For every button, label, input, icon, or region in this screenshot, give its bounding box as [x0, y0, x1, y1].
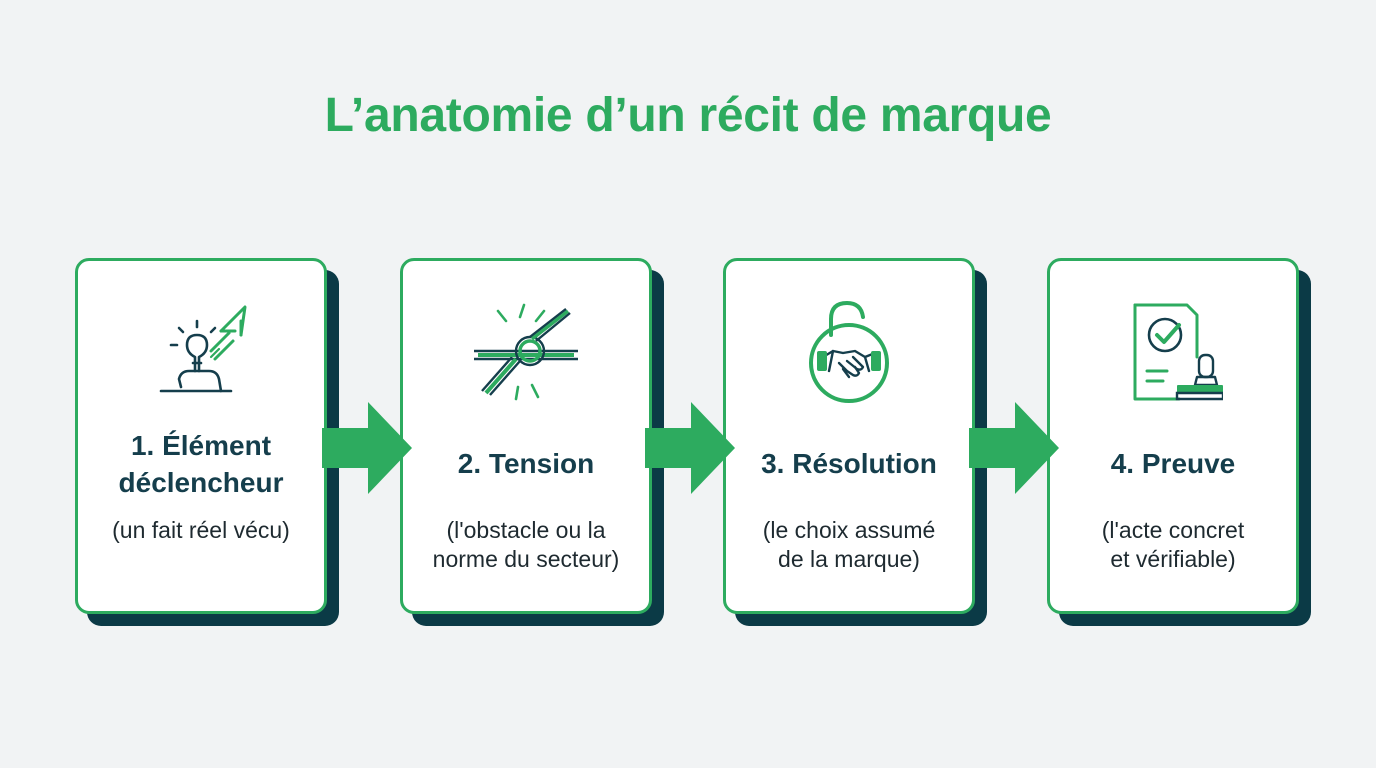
- step-description: (l'acte concret et vérifiable): [1101, 517, 1245, 572]
- card-body: 4. Preuve (l'acte concret et vérifiable): [1047, 258, 1299, 614]
- step-title: 4. Preuve: [1110, 448, 1236, 479]
- card-body: 2. Tension (l'obstacle ou la norme du se…: [400, 258, 652, 614]
- document-check-stamp-icon: [1133, 303, 1223, 401]
- step-title: 2. Tension: [457, 448, 595, 479]
- card-body: 1. Élément déclencheur (un fait réel véc…: [75, 258, 327, 614]
- step-title: 3. Résolution: [761, 448, 937, 479]
- page-title: L’anatomie d’un récit de marque: [324, 89, 1052, 142]
- step-description: (l'obstacle ou la norme du secteur): [432, 517, 620, 572]
- step-description: (un fait réel vécu): [112, 517, 290, 543]
- rope-knot-icon: [474, 303, 578, 401]
- step-description: (le choix assumé de la marque): [762, 517, 936, 572]
- lightbulb-rising-arrow-icon: [159, 305, 247, 393]
- step-card-tension: 2. Tension (l'obstacle ou la norme du se…: [400, 258, 664, 628]
- right-arrow-icon: [645, 402, 735, 494]
- card-body: 3. Résolution (le choix assumé de la mar…: [723, 258, 975, 614]
- step-card-preuve: 4. Preuve (l'acte concret et vérifiable): [1047, 258, 1311, 628]
- step-card-element-declencheur: 1. Élément déclencheur (un fait réel véc…: [75, 258, 339, 628]
- right-arrow-icon: [322, 402, 412, 494]
- right-arrow-icon: [969, 402, 1059, 494]
- step-card-resolution: 3. Résolution (le choix assumé de la mar…: [723, 258, 987, 628]
- step-title: 1. Élément déclencheur: [118, 430, 284, 498]
- unlocked-padlock-handshake-icon: [809, 300, 889, 403]
